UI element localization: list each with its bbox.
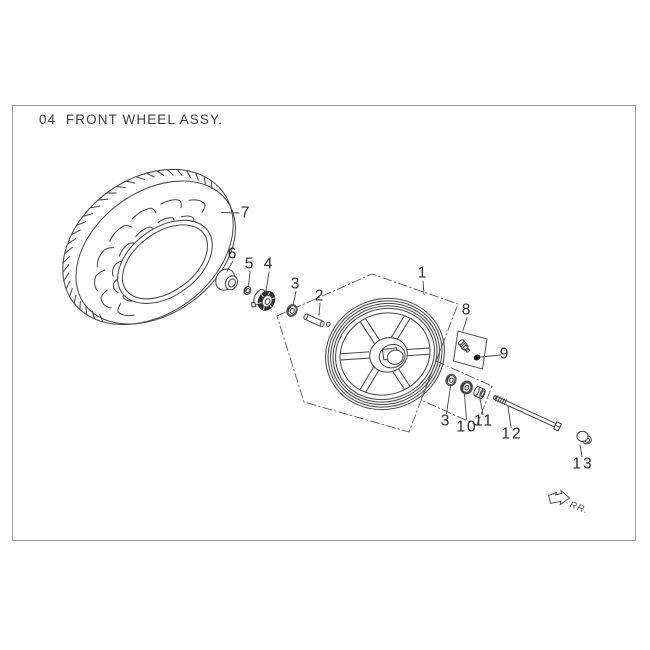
callout-3-right: 3 xyxy=(440,412,452,430)
callout-12: 12 xyxy=(501,425,523,443)
callout-3-left: 3 xyxy=(290,275,302,293)
o-ring-part-2b xyxy=(325,321,331,327)
axle-part-12 xyxy=(492,395,563,432)
drawing-frame xyxy=(12,105,636,541)
wheel-part-1 xyxy=(325,297,445,411)
callout-4: 4 xyxy=(263,255,275,273)
rr-direction-arrow-icon xyxy=(547,488,571,506)
tire-tread-edge-hatching xyxy=(62,169,213,323)
callout-8: 8 xyxy=(461,301,473,319)
bearing-part-10 xyxy=(460,380,473,395)
side-collar-part-11 xyxy=(473,386,486,399)
callout-13: 13 xyxy=(572,455,594,473)
tire-part-7 xyxy=(62,168,236,326)
valve-box-part-8 xyxy=(452,330,488,370)
callout-10: 10 xyxy=(456,418,478,436)
wheel-spokes xyxy=(340,315,430,393)
dust-cover-part-6 xyxy=(215,268,239,291)
wheel-rim xyxy=(325,297,445,411)
construction-lines xyxy=(276,273,493,433)
callout-11: 11 xyxy=(473,412,495,430)
gear-teeth-marks xyxy=(258,291,275,311)
callout-6: 6 xyxy=(227,245,239,263)
callout-5: 5 xyxy=(244,255,256,273)
valve-cap-part-9 xyxy=(473,354,481,361)
page-title: 04 FRONT WHEEL ASSY. xyxy=(39,112,224,127)
oil-seal-part-3-right xyxy=(445,373,457,387)
valve-stem xyxy=(457,339,470,353)
spacer-tube-part-2 xyxy=(303,313,325,328)
callout-9: 9 xyxy=(499,345,511,363)
cap-nut-part-13 xyxy=(576,430,592,445)
oil-seal-part-3-left xyxy=(286,304,298,317)
callout-7: 7 xyxy=(240,204,252,222)
callout-2: 2 xyxy=(314,287,326,305)
callout-1: 1 xyxy=(417,264,429,282)
axle-threads xyxy=(495,395,507,406)
gear-unit-part-4 xyxy=(250,288,276,311)
leader-lines xyxy=(221,212,583,457)
washer-part-5 xyxy=(243,286,252,295)
